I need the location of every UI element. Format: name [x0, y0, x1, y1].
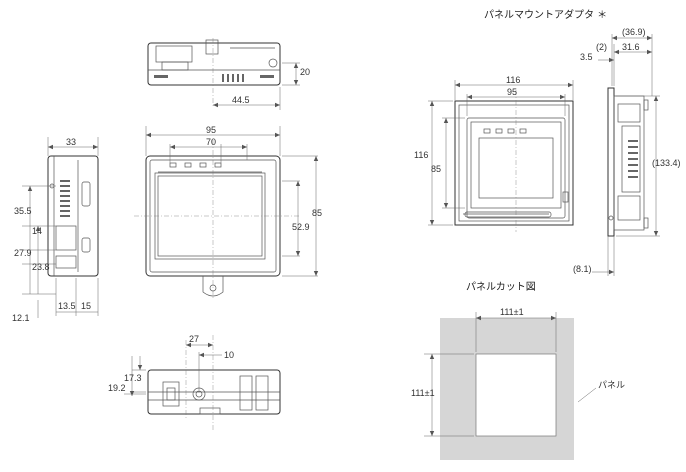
panel-cutout-title: パネルカット図	[466, 281, 536, 293]
dim-27-9: 27.9	[14, 248, 32, 258]
dim-19-2: 19.2	[108, 383, 126, 393]
dim-cutout-height: 111±1	[411, 388, 435, 398]
dim-10: 10	[224, 350, 234, 360]
dim-3-5: 3.5	[580, 52, 593, 62]
dim-17-3: 17.3	[124, 373, 142, 383]
side-view: 33 35.5 14 27.9 23.8 13.5 15 12.1	[12, 137, 99, 323]
dim-adapter-116-width: 116	[506, 75, 520, 85]
dim-36-9: (36.9)	[622, 27, 646, 37]
dim-31-6: 31.6	[622, 42, 640, 52]
adapter-buttons	[483, 128, 527, 134]
top-view: 20 44.5	[147, 38, 310, 110]
dim-35-5: 35.5	[14, 206, 32, 216]
dim-15: 15	[81, 301, 91, 311]
dim-33: 33	[66, 137, 76, 147]
dim-adapter-85: 85	[431, 164, 441, 174]
adapter-side-view: (36.9) 31.6 (2) 3.5 (133.4) (8.1)	[573, 27, 681, 276]
dim-20: 20	[300, 67, 310, 77]
front-buttons	[169, 162, 222, 168]
dim-13-5: 13.5	[58, 301, 76, 311]
side-vent-slots	[60, 180, 70, 217]
dim-23-8: 23.8	[32, 262, 50, 272]
dim-27: 27	[189, 334, 199, 344]
dim-8-1: (8.1)	[573, 264, 592, 274]
dim-adapter-95: 95	[507, 87, 517, 97]
panel-label: パネル	[598, 380, 625, 390]
panel-mount-adapter-title: パネルマウントアダプタ ＊	[484, 8, 607, 21]
dim-cutout-width: 111±1	[500, 307, 524, 317]
dim-133-4: (133.4)	[652, 158, 681, 168]
dim-70: 70	[206, 137, 216, 147]
panel-cutout-view: 111±1 111±1 パネル	[411, 307, 625, 460]
dim-44-5: 44.5	[232, 95, 250, 105]
dim-12-1: 12.1	[12, 313, 30, 323]
top-vent-slots	[222, 74, 244, 82]
dim-2: (2)	[596, 42, 607, 52]
dim-85: 85	[312, 208, 322, 218]
adapter-front-view: 116 95 116 85	[414, 75, 574, 232]
dim-adapter-116-height: 116	[414, 150, 428, 160]
front-view: 95 70 85 52.9	[134, 125, 322, 300]
adapter-side-slots	[628, 140, 638, 178]
dim-52-9: 52.9	[292, 222, 310, 232]
bottom-view: 27 10 17.3 19.2	[108, 334, 281, 430]
dim-95: 95	[206, 125, 216, 135]
dim-14: 14	[32, 226, 42, 236]
